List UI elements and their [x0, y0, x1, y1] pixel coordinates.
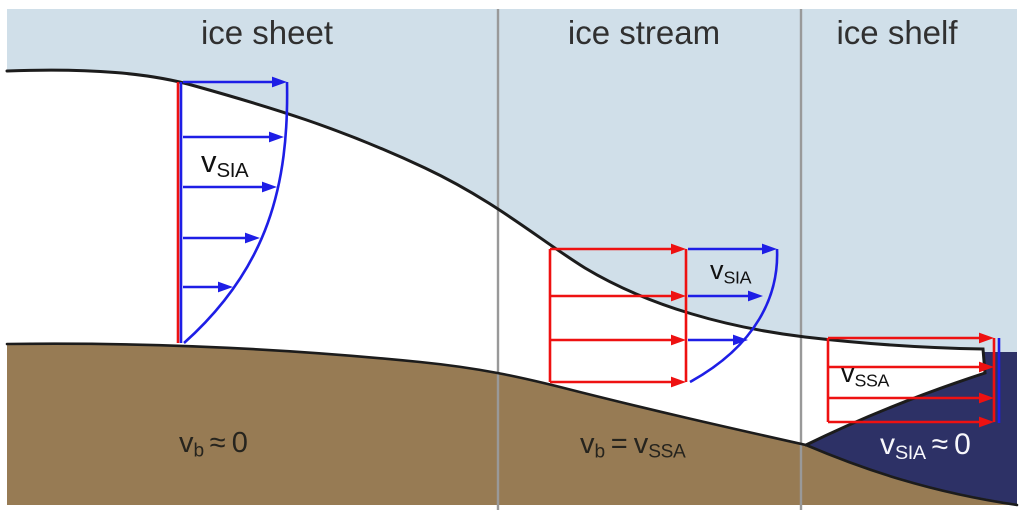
stream-velocity-profile [548, 243, 779, 388]
ice-surface-outline [5, 68, 987, 447]
label-vsia-sheet: vSIA [201, 144, 249, 182]
sia-profile-curve [183, 81, 289, 344]
label-vsia-zero-shelf: vSIA≈0 [880, 428, 971, 464]
label-basal-velocity-stream: vb=vSSA [580, 428, 686, 463]
region-label-ice-stream: ice stream [567, 14, 721, 51]
sheet-velocity-profile [176, 76, 289, 344]
label-vssa-shelf: vSSA [841, 358, 890, 391]
sia-profile-curve [689, 248, 779, 384]
label-basal-velocity-sheet: vb≈0 [179, 427, 248, 462]
bed-outline [5, 342, 1019, 507]
label-vsia-stream: vSIA [710, 255, 752, 288]
region-label-ice-sheet: ice sheet [200, 14, 334, 51]
ocean-region [806, 352, 1017, 504]
ice-region [7, 70, 985, 445]
shelf-velocity-profile [826, 332, 1001, 428]
region-label-ice-shelf: ice shelf [836, 14, 958, 51]
bedrock-region [7, 343, 1017, 505]
